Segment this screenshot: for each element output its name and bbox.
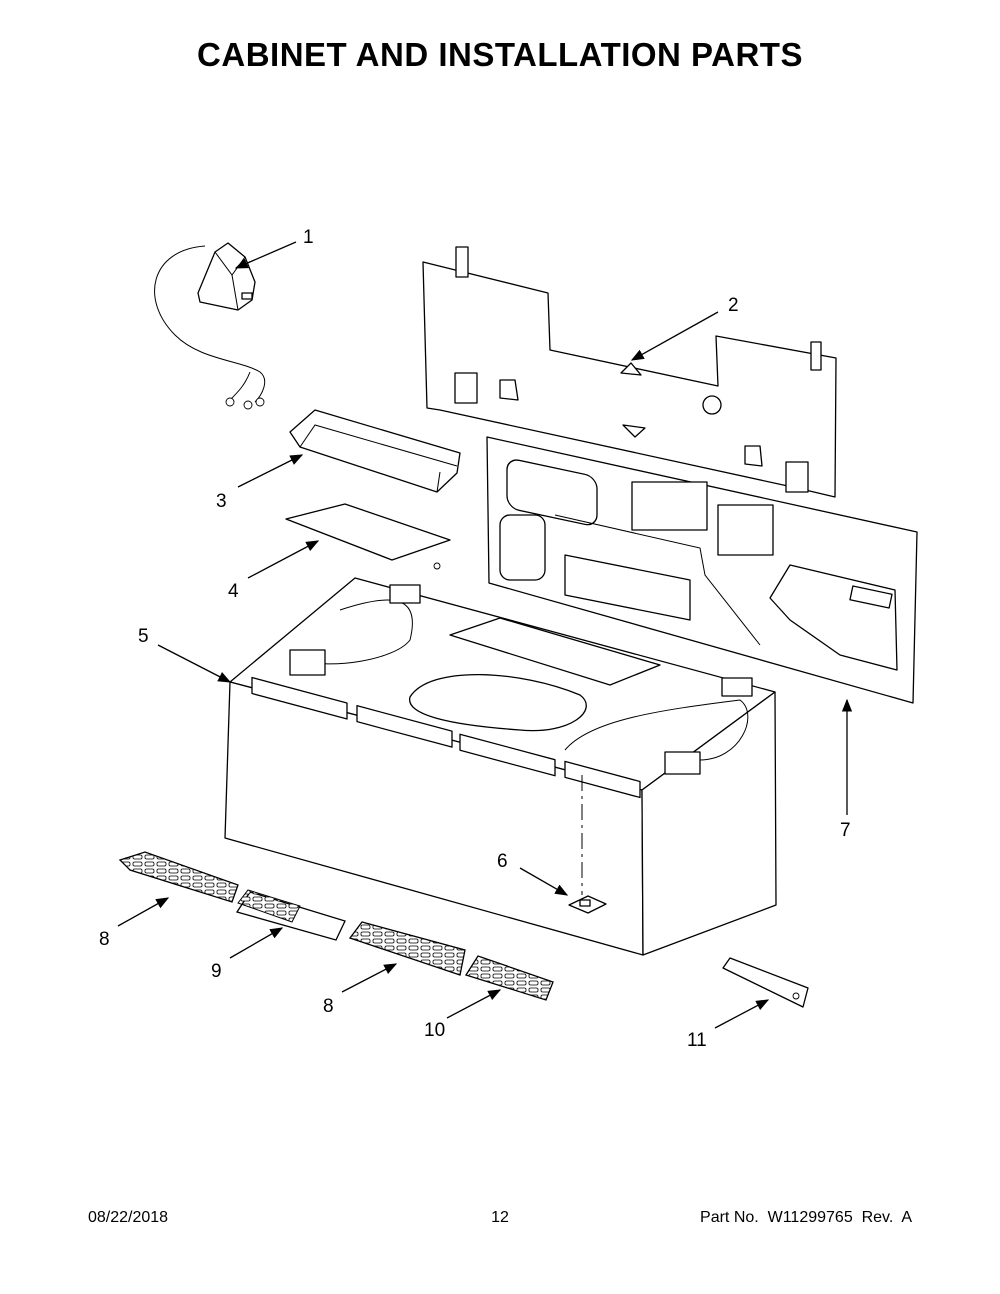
callout-5: 5 — [138, 626, 149, 647]
callout-9: 9 — [211, 961, 222, 982]
callout-3: 3 — [216, 491, 227, 512]
callout-4: 4 — [228, 581, 239, 602]
mounting-plate-part — [422, 246, 837, 498]
bracket-part — [289, 409, 461, 493]
grille-part-center-left — [235, 889, 346, 941]
callout-8-center: 8 — [323, 996, 334, 1017]
grille-part-right — [464, 955, 554, 1001]
clip-part — [568, 775, 607, 914]
cover-plate-part — [285, 503, 451, 570]
footer-date: 08/22/2018 — [88, 1209, 169, 1226]
callout-8-left: 8 — [99, 929, 110, 950]
grille-part-center — [348, 921, 466, 976]
callout-1: 1 — [303, 227, 314, 248]
cabinet-part — [224, 577, 777, 956]
power-cord-part — [154, 242, 266, 410]
callout-arrows — [117, 241, 853, 1029]
callout-6: 6 — [497, 851, 508, 872]
callout-11: 11 — [687, 1030, 707, 1051]
callout-10: 10 — [424, 1020, 445, 1041]
callout-7: 7 — [840, 820, 851, 841]
footer-part-number: Part No. W11299765 Rev. A — [700, 1209, 912, 1226]
callout-2: 2 — [728, 295, 739, 316]
page-title: CABINET AND INSTALLATION PARTS — [197, 36, 803, 73]
grille-part-left — [118, 851, 239, 903]
rear-panel-part — [486, 436, 918, 704]
footer-page-number: 12 — [491, 1209, 509, 1226]
cover-part — [722, 957, 809, 1008]
